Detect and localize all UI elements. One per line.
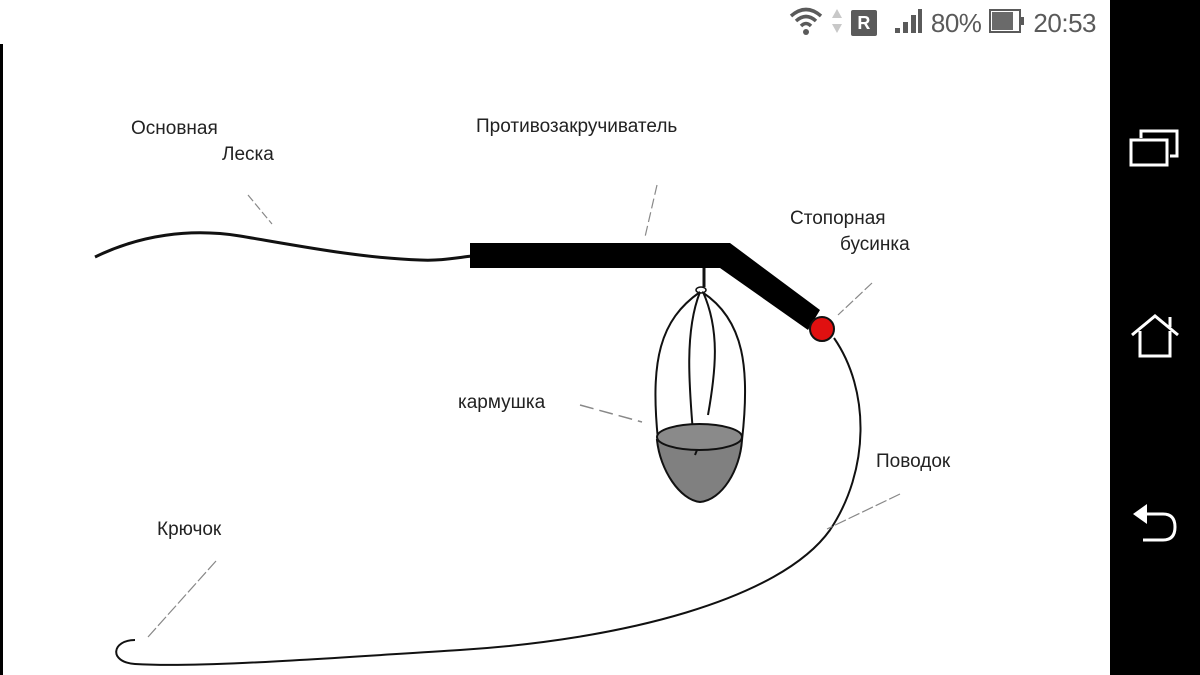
clock: 20:53	[1033, 7, 1096, 38]
recents-icon	[1129, 128, 1181, 173]
diagram-viewer[interactable]: Основная Леска Противозакручиватель Стоп…	[3, 46, 1110, 675]
status-icons: R 80% 20:53	[789, 6, 1096, 40]
leader-line	[115, 337, 862, 666]
status-bar: R 80% 20:53	[0, 0, 1110, 46]
label-hook: Крючок	[157, 519, 222, 540]
home-icon	[1130, 313, 1180, 364]
data-arrows-icon	[831, 6, 843, 41]
main-line	[94, 231, 473, 262]
fishing-rig-diagram	[94, 184, 901, 666]
roaming-badge: R	[850, 10, 877, 36]
label-stop-bead-1: Стопорная	[790, 208, 886, 229]
stop-bead	[809, 316, 835, 342]
battery-percent: 80%	[930, 7, 982, 38]
label-main-line-1: Основная	[131, 118, 218, 139]
label-feeder: кармушка	[458, 392, 546, 413]
label-stop-bead-2: бусинка	[840, 234, 910, 255]
battery-icon	[989, 8, 1025, 39]
wifi-icon	[789, 6, 823, 41]
anti-twist-tube	[470, 243, 820, 330]
recents-button[interactable]	[1110, 105, 1200, 195]
label-main-line-2: Леска	[222, 144, 274, 165]
feeder-bowl	[655, 439, 744, 504]
left-edge-divider	[0, 44, 3, 675]
label-leader: Поводок	[876, 451, 951, 472]
label-anti-twist: Противозакручиватель	[476, 116, 678, 137]
signal-icon	[893, 7, 923, 40]
navigation-bar	[1110, 0, 1200, 675]
back-icon	[1131, 501, 1179, 550]
back-button[interactable]	[1110, 480, 1200, 570]
home-button[interactable]	[1110, 293, 1200, 383]
